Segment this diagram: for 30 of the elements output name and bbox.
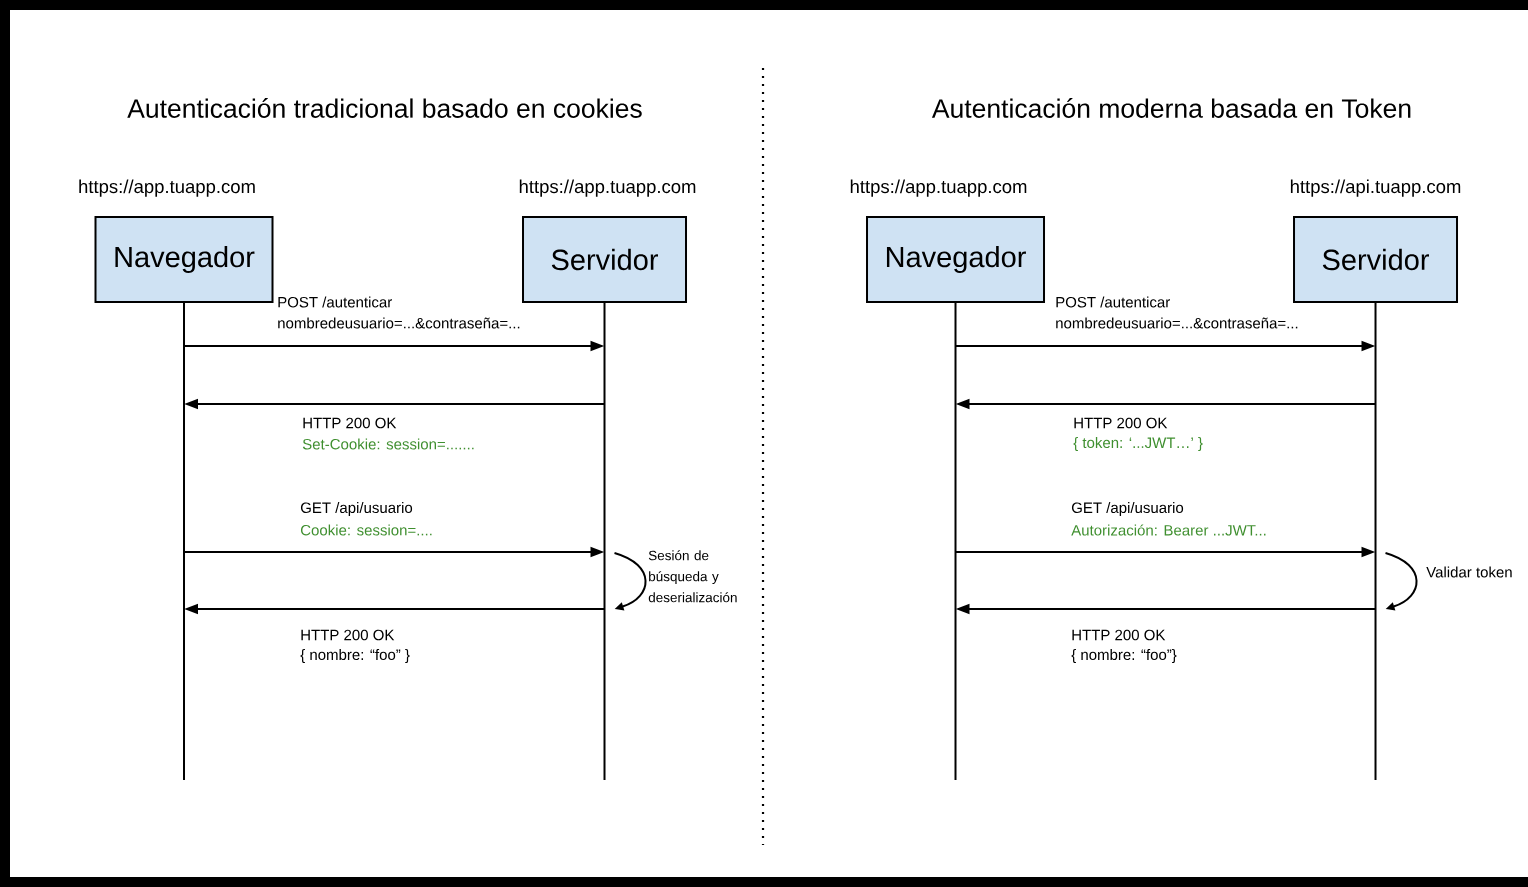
message-text: Cookie: session=....: [300, 524, 432, 536]
url-label: https://api.tuapp.com: [1290, 179, 1461, 197]
edge-label: POST /autenticar: [278, 296, 392, 308]
message-text: nombredeusuario=...&contraseña=...: [1056, 317, 1298, 329]
edge-label: Sesión de búsqueda y deserialización: [648, 550, 737, 603]
message-text: Set-Cookie: session=.......: [302, 438, 474, 450]
url-label: https://app.tuapp.com: [519, 179, 696, 197]
actor-box: Navegador: [94, 216, 274, 303]
message-text: { token: ‘...JWT…’ }: [1073, 437, 1203, 451]
message-text: { nombre: “foo” }: [300, 649, 410, 663]
url-label: https://app.tuapp.com: [79, 179, 255, 197]
edge-label: HTTP 200 OK: [1072, 629, 1166, 641]
url-label: https://app.tuapp.com: [850, 179, 1027, 197]
edge-label: GET /api/usuario: [1071, 502, 1184, 516]
actor-box: Servidor: [522, 216, 687, 303]
message-text: nombredeusuario=...&contraseña=...: [278, 317, 520, 329]
message-text: Autorización: Bearer ...JWT...: [1071, 524, 1266, 536]
edge-label: POST /autenticar: [1056, 296, 1170, 308]
actor-box: Navegador: [866, 216, 1045, 303]
loop-arrow: [613, 552, 647, 611]
actor-box: Servidor: [1293, 216, 1458, 303]
edge-label: HTTP 200 OK: [301, 629, 395, 641]
edge-label: GET /api/usuario: [300, 502, 413, 516]
edge-label: HTTP 200 OK: [303, 417, 397, 429]
edge-label: Validar token: [1426, 566, 1512, 578]
edge-label: HTTP 200 OK: [1074, 417, 1168, 429]
loop-arrow: [1384, 552, 1418, 611]
heading: Autenticación moderna basada en Token: [931, 98, 1411, 118]
message-text: { nombre: “foo”}: [1071, 649, 1177, 663]
heading: Autenticación tradicional basado en cookies: [127, 98, 642, 118]
